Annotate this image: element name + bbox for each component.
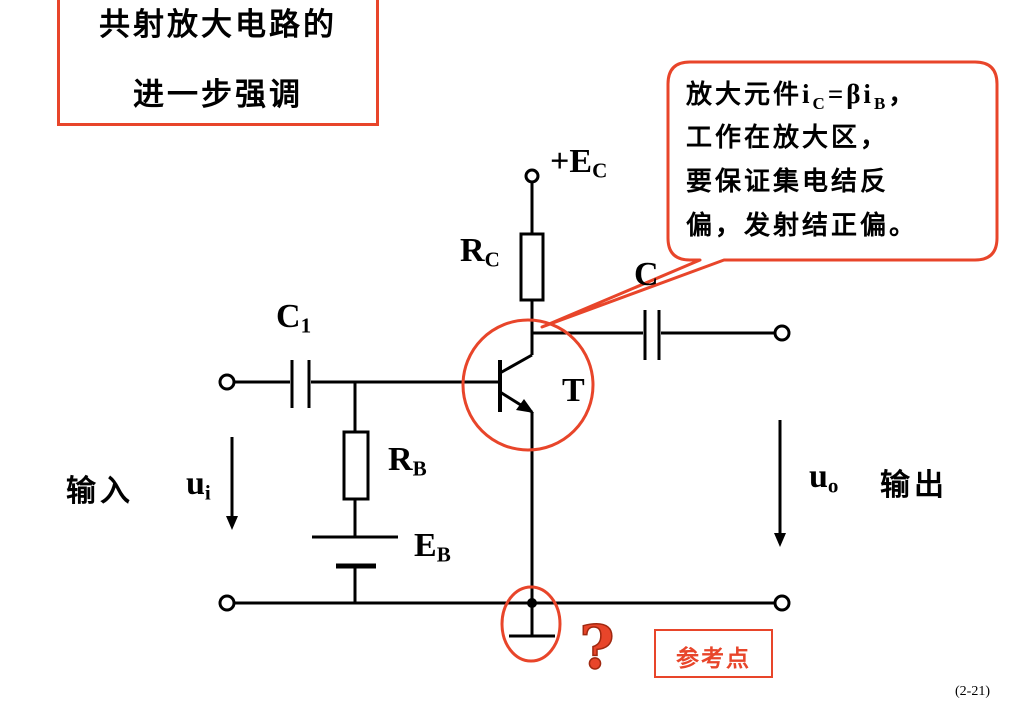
- transistor-highlight-circle: [461, 318, 595, 452]
- transistor-collector-leg: [499, 353, 533, 375]
- terminal-input-bottom: [218, 594, 236, 612]
- reference-highlight-circle: [500, 585, 562, 663]
- reference-label: 参考点: [676, 646, 751, 672]
- label-eb: EB: [414, 527, 451, 567]
- question-mark-icon: ?: [579, 613, 614, 683]
- label-uo: uo: [809, 458, 839, 498]
- transistor-emitter-arrow: [516, 399, 534, 413]
- title-line-1: 共射放大电路的: [99, 7, 337, 43]
- label-rc: RC: [460, 232, 500, 272]
- output-voltage-arrow-head: [774, 533, 786, 547]
- callout-line-3: 要保证集电结反: [686, 167, 890, 197]
- label-transistor-t: T: [562, 372, 585, 409]
- reference-label-box: 参考点: [654, 629, 773, 678]
- title-line-2: 进一步强调: [133, 77, 303, 113]
- resistor-rc: [519, 232, 545, 302]
- terminal-input-top: [218, 373, 236, 391]
- input-voltage-arrow-head: [226, 516, 238, 530]
- label-input-text: 输入: [66, 474, 134, 509]
- resistor-rb: [342, 430, 370, 501]
- terminal-supply: [524, 168, 540, 184]
- label-c1: C1: [276, 298, 312, 338]
- terminal-output-bottom: [773, 594, 791, 612]
- callout-line-4: 偏，发射结正偏。: [686, 211, 919, 241]
- terminal-output-top: [773, 324, 791, 342]
- label-ui: ui: [186, 465, 211, 505]
- label-supply-ec: +EC: [550, 143, 608, 183]
- callout-line-2: 工作在放大区，: [686, 123, 890, 153]
- label-output-text: 输出: [880, 468, 948, 503]
- callout-line-1: 放大元件iC=βiB，: [686, 79, 918, 114]
- callout-bubble: [540, 60, 999, 329]
- label-rb: RB: [388, 441, 427, 481]
- title-box: 共射放大电路的 进一步强调: [57, 0, 379, 126]
- label-c2: C: [634, 256, 659, 293]
- ground-junction-dot: [527, 598, 537, 608]
- page-number: (2-21): [955, 684, 990, 699]
